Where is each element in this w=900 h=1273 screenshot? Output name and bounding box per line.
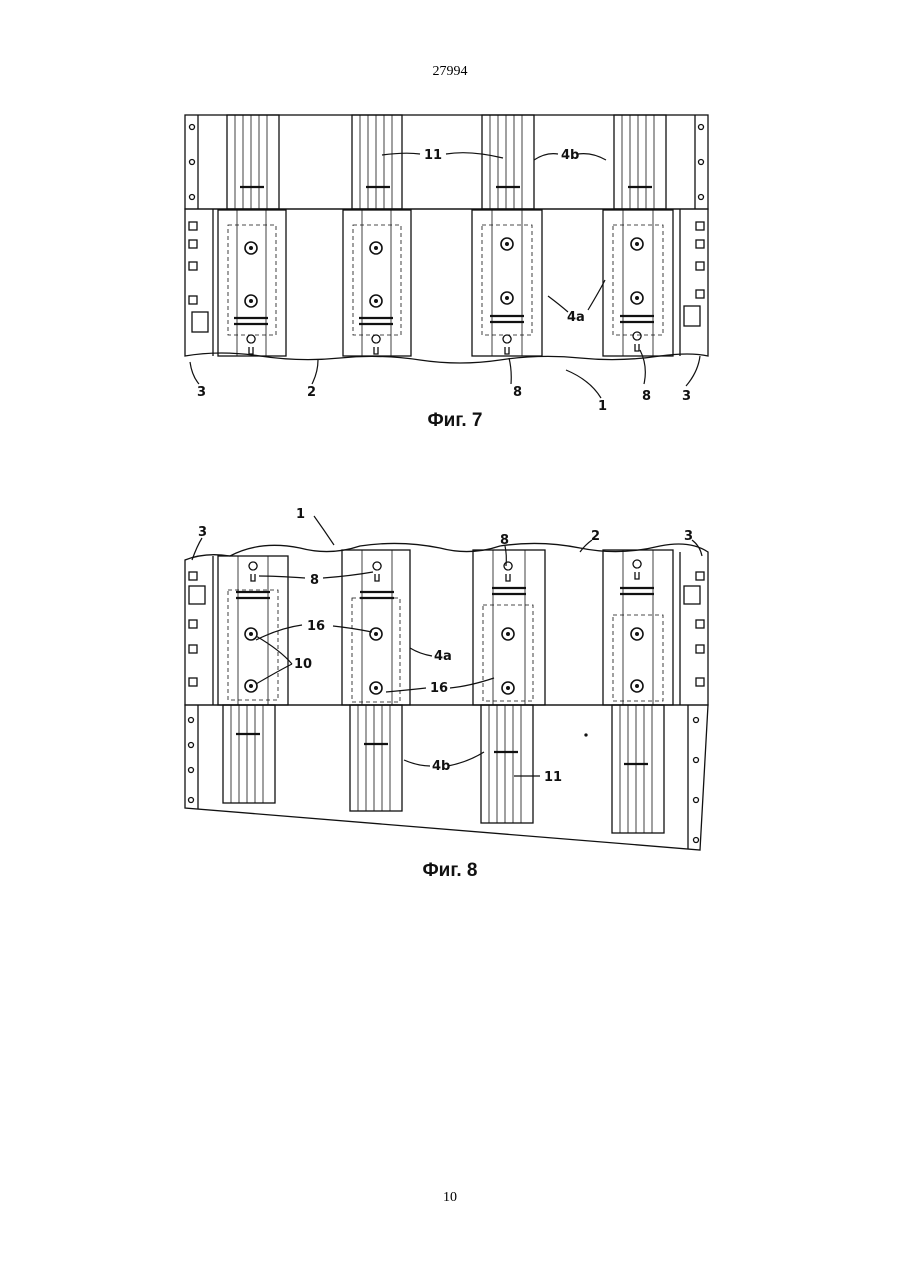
label-8-left: 8 <box>310 573 319 588</box>
label-4a: 4a <box>434 649 452 664</box>
figure-8-caption: Фиг. 8 <box>0 860 900 882</box>
label-2: 2 <box>591 529 600 544</box>
label-16-right: 16 <box>430 681 448 696</box>
label-1: 1 <box>296 507 305 522</box>
label-3-left: 3 <box>198 525 207 540</box>
label-4b: 4b <box>432 759 450 774</box>
label-10: 10 <box>294 657 312 672</box>
label-3-right: 3 <box>684 529 693 544</box>
page-number: 10 <box>0 1190 900 1206</box>
label-11: 11 <box>544 770 562 785</box>
label-8-right: 8 <box>500 533 509 548</box>
label-16-left: 16 <box>307 619 325 634</box>
